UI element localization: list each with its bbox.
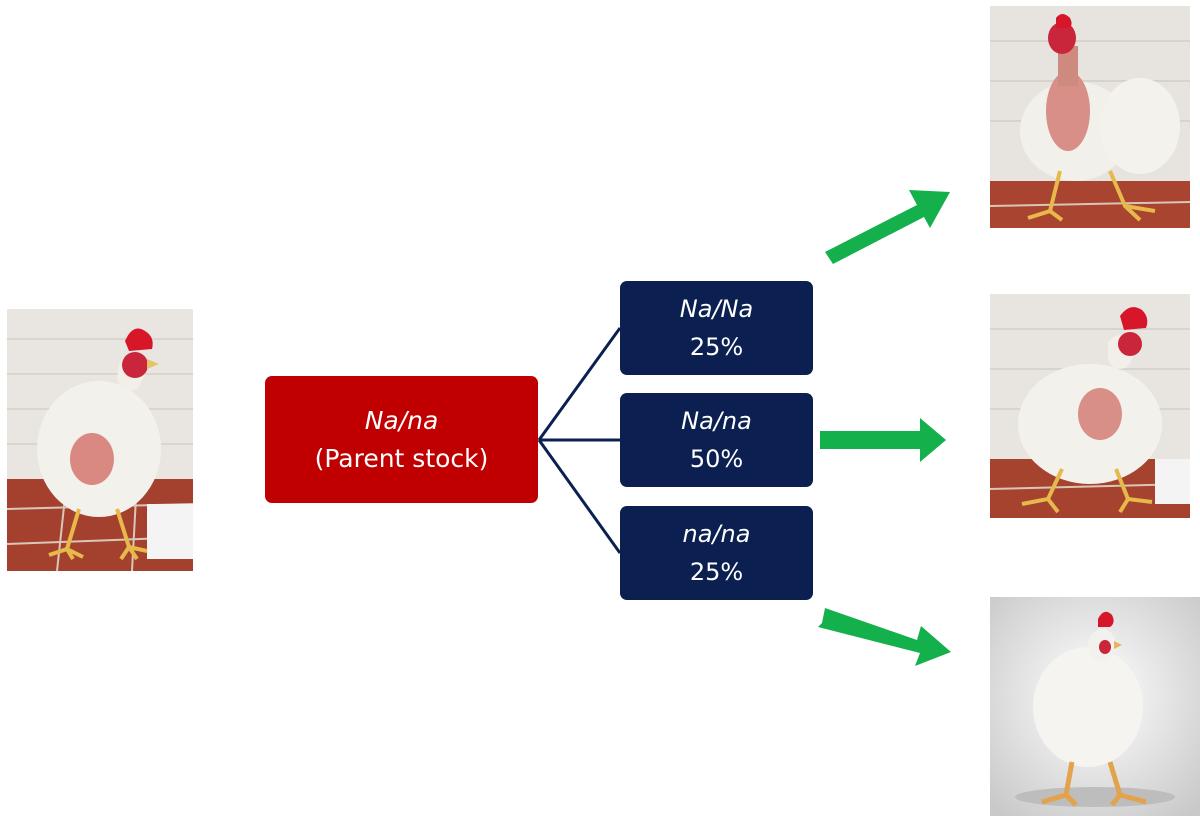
offspring-genotype: Na/na — [681, 407, 752, 435]
arrow-icon-top — [825, 190, 950, 264]
offspring-percent: 25% — [689, 558, 744, 586]
offspring-box-na-na-homozygous: Na/Na 25% — [620, 281, 813, 375]
arrow-icon-bottom — [818, 608, 951, 666]
offspring-box-recessive: na/na 25% — [620, 506, 813, 600]
connector-line-top — [537, 327, 622, 441]
offspring-genotype: na/na — [682, 520, 751, 548]
offspring-percent: 25% — [689, 333, 744, 361]
parent-stock-box: Na/na (Parent stock) — [265, 376, 538, 503]
naked-neck-homozygous-chicken-photo — [990, 6, 1190, 228]
normal-feathered-chicken-photo — [990, 597, 1200, 816]
naked-neck-heterozygous-chicken-photo — [990, 294, 1190, 518]
parent-chicken-photo — [7, 309, 193, 571]
offspring-percent: 50% — [689, 445, 744, 473]
parent-genotype: Na/na — [364, 405, 439, 435]
parent-label: (Parent stock) — [314, 443, 489, 473]
connector-line-bottom — [537, 439, 622, 554]
arrow-icon-middle — [820, 418, 946, 462]
offspring-box-heterozygous: Na/na 50% — [620, 393, 813, 487]
offspring-genotype: Na/Na — [679, 295, 754, 323]
